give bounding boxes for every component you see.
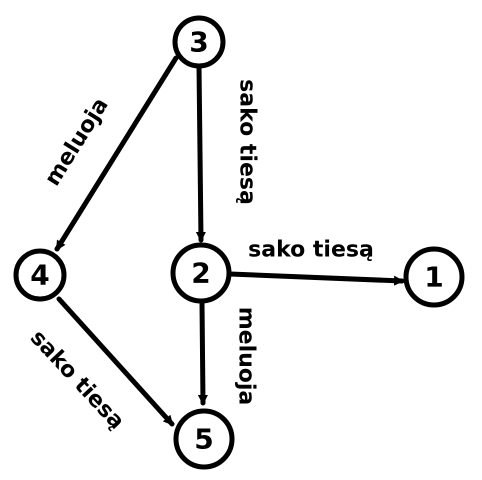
node-5-label: 5 — [194, 423, 213, 456]
edge-4-to-5: sako tiesą — [25, 296, 175, 435]
edge-4-to-5-label: sako tiesą — [25, 326, 129, 435]
edge-3-to-2: sako tiesą — [195, 63, 260, 243]
nodes: 3 4 2 1 5 — [13, 15, 465, 470]
node-1-circle — [403, 246, 465, 308]
node-3-circle — [172, 15, 226, 69]
node-2: 2 — [170, 242, 232, 304]
node-5: 5 — [173, 408, 235, 470]
node-2-label: 2 — [191, 257, 210, 290]
node-5-circle — [173, 408, 235, 470]
node-4-label: 4 — [30, 259, 49, 292]
edge-2-to-1-label: sako tiesą — [248, 238, 374, 263]
edge-2-to-5-arrow — [197, 300, 208, 406]
edge-3-to-2-label: sako tiesą — [235, 79, 260, 205]
edge-3-to-4: meluoja — [40, 55, 179, 252]
node-4: 4 — [13, 248, 67, 302]
edge-2-to-1: sako tiesą — [227, 238, 405, 286]
node-3-label: 3 — [189, 26, 208, 59]
edge-2-to-5: meluoja — [197, 300, 259, 406]
node-4-circle — [13, 248, 67, 302]
edge-3-to-2-arrow — [195, 63, 206, 243]
edge-4-to-5-arrow — [56, 296, 175, 427]
edge-2-to-5-label: meluoja — [234, 307, 259, 406]
node-3: 3 — [172, 15, 226, 69]
edge-2-to-1-arrow — [227, 271, 405, 286]
node-2-circle — [170, 242, 232, 304]
node-1-label: 1 — [424, 261, 443, 294]
node-1: 1 — [403, 246, 465, 308]
edge-3-to-4-arrow — [54, 55, 179, 252]
